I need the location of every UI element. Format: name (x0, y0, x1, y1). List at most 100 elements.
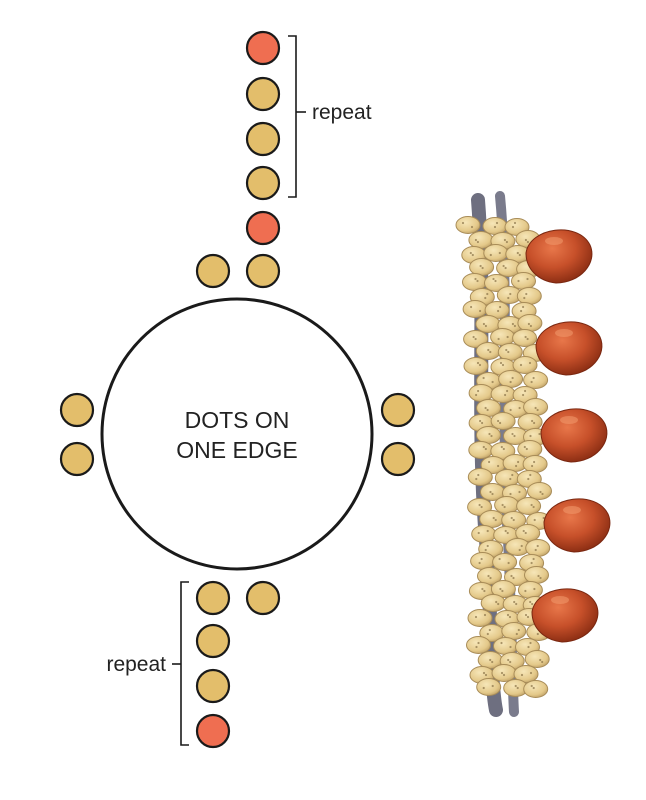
seed-bead (245, 253, 281, 289)
bead-speckle (489, 576, 492, 580)
bead-speckle (512, 576, 515, 580)
seed-bead (515, 524, 541, 542)
bead-speckle (526, 277, 529, 281)
drop-bead (543, 498, 611, 553)
bead-speckle (486, 632, 489, 636)
bead-speckle (474, 337, 477, 341)
bead-speckle (495, 221, 499, 225)
bead-speckle (533, 518, 536, 522)
drop-bead-highlight (545, 237, 563, 245)
seed-bead (468, 441, 494, 459)
bead-speckle (494, 279, 497, 283)
seed-bead (463, 357, 489, 375)
bead-speckle (518, 490, 521, 494)
seed-bead (245, 76, 281, 112)
bead-speckle (507, 658, 510, 662)
bead-speckle (478, 561, 481, 565)
bead-speckle (513, 434, 516, 438)
bead-speckle (529, 324, 533, 328)
bead-speckle (484, 296, 487, 300)
bead-speckle (483, 589, 486, 593)
bead-speckle (514, 684, 517, 688)
bead-speckle (532, 505, 535, 509)
bead-speckle (533, 421, 536, 425)
bead-speckle (542, 516, 545, 520)
bead-speckle (509, 477, 512, 481)
bead-speckle (518, 253, 521, 257)
bead-speckle (524, 589, 527, 593)
seed-bead (512, 329, 538, 347)
center-circle (100, 297, 374, 571)
bead-speckle (497, 337, 500, 341)
bead-speckle (523, 296, 526, 300)
bottom-repeat-label: repeat (106, 653, 166, 676)
bead-speckle (475, 645, 478, 649)
bead-speckle (502, 264, 505, 268)
seed-bead (524, 650, 550, 668)
bead-speckle (531, 602, 534, 606)
right-pair (380, 392, 416, 477)
bead-speckle (506, 613, 510, 617)
seed-bead (470, 552, 496, 570)
bead-speckle (497, 464, 500, 468)
bead-speckle (526, 240, 530, 244)
bead-speckle (476, 240, 479, 244)
bead-speckle (527, 322, 531, 326)
drop-bead (535, 321, 603, 376)
seed-bead (469, 258, 495, 276)
bead-speckle (541, 492, 544, 496)
bead-speckle (480, 505, 483, 509)
bead-speckle (506, 389, 509, 393)
bead-speckle (486, 292, 489, 296)
bead-speckle (508, 615, 512, 619)
accent-bead (245, 30, 281, 66)
bead-speckle (479, 419, 482, 423)
seed-bead (380, 441, 416, 477)
top-repeat-label: repeat (312, 101, 372, 124)
bead-speckle (497, 602, 500, 606)
bead-speckle (491, 660, 494, 664)
bead-speckle (481, 266, 484, 270)
bead-speckle (494, 518, 497, 522)
bead-speckle (504, 393, 507, 397)
bead-speckle (534, 548, 537, 552)
seed-bead (468, 384, 494, 402)
bead-speckle (469, 251, 472, 255)
bead-speckle (488, 432, 491, 436)
seed-bead (494, 496, 520, 514)
bead-speckle (484, 673, 488, 677)
bead-speckle (488, 628, 491, 632)
accent-bead (195, 713, 231, 749)
bead-speckle (484, 324, 487, 328)
bead-speckle (539, 576, 542, 580)
bead-speckle (519, 363, 523, 367)
bead-speckle (479, 264, 482, 268)
seed-bead (484, 274, 509, 292)
bead-speckle (495, 600, 498, 604)
bead-speckle (513, 600, 516, 604)
bead-speckle (501, 363, 505, 367)
bead-speckle (539, 490, 542, 494)
bead-speckle (507, 350, 510, 354)
bead-speckle (524, 613, 528, 617)
bead-speckle (492, 277, 495, 281)
bead-speckle (509, 660, 512, 664)
bead-speckle (505, 240, 508, 244)
bottom-repeat-bracket (172, 581, 189, 746)
bead-speckle (483, 613, 487, 617)
bead-speckle (486, 408, 489, 412)
seed-bead (483, 244, 509, 262)
bead-speckle (522, 305, 525, 309)
bead-speckle (506, 531, 509, 535)
bead-speckle (536, 544, 539, 548)
bead-speckle (534, 406, 537, 410)
bead-speckle (498, 557, 501, 561)
bead-speckle (532, 686, 535, 690)
seed-bead (462, 273, 487, 291)
seed-bead (479, 510, 505, 528)
seed-bead (490, 412, 516, 430)
bead-speckle (517, 628, 520, 632)
bead-speckle (511, 376, 514, 380)
bead-speckle (481, 421, 484, 425)
bead-speckle (482, 445, 485, 449)
